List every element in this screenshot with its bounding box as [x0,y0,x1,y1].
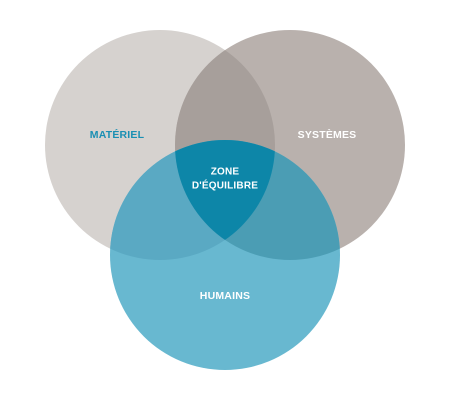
label-center-line-1: ZONE [211,167,240,178]
label-materiel: MATÉRIEL [90,128,145,141]
label-center-line-2: D'ÉQUILIBRE [192,179,258,192]
label-systemes: SYSTÈMES [298,128,357,141]
label-humains: HUMAINS [200,290,250,302]
